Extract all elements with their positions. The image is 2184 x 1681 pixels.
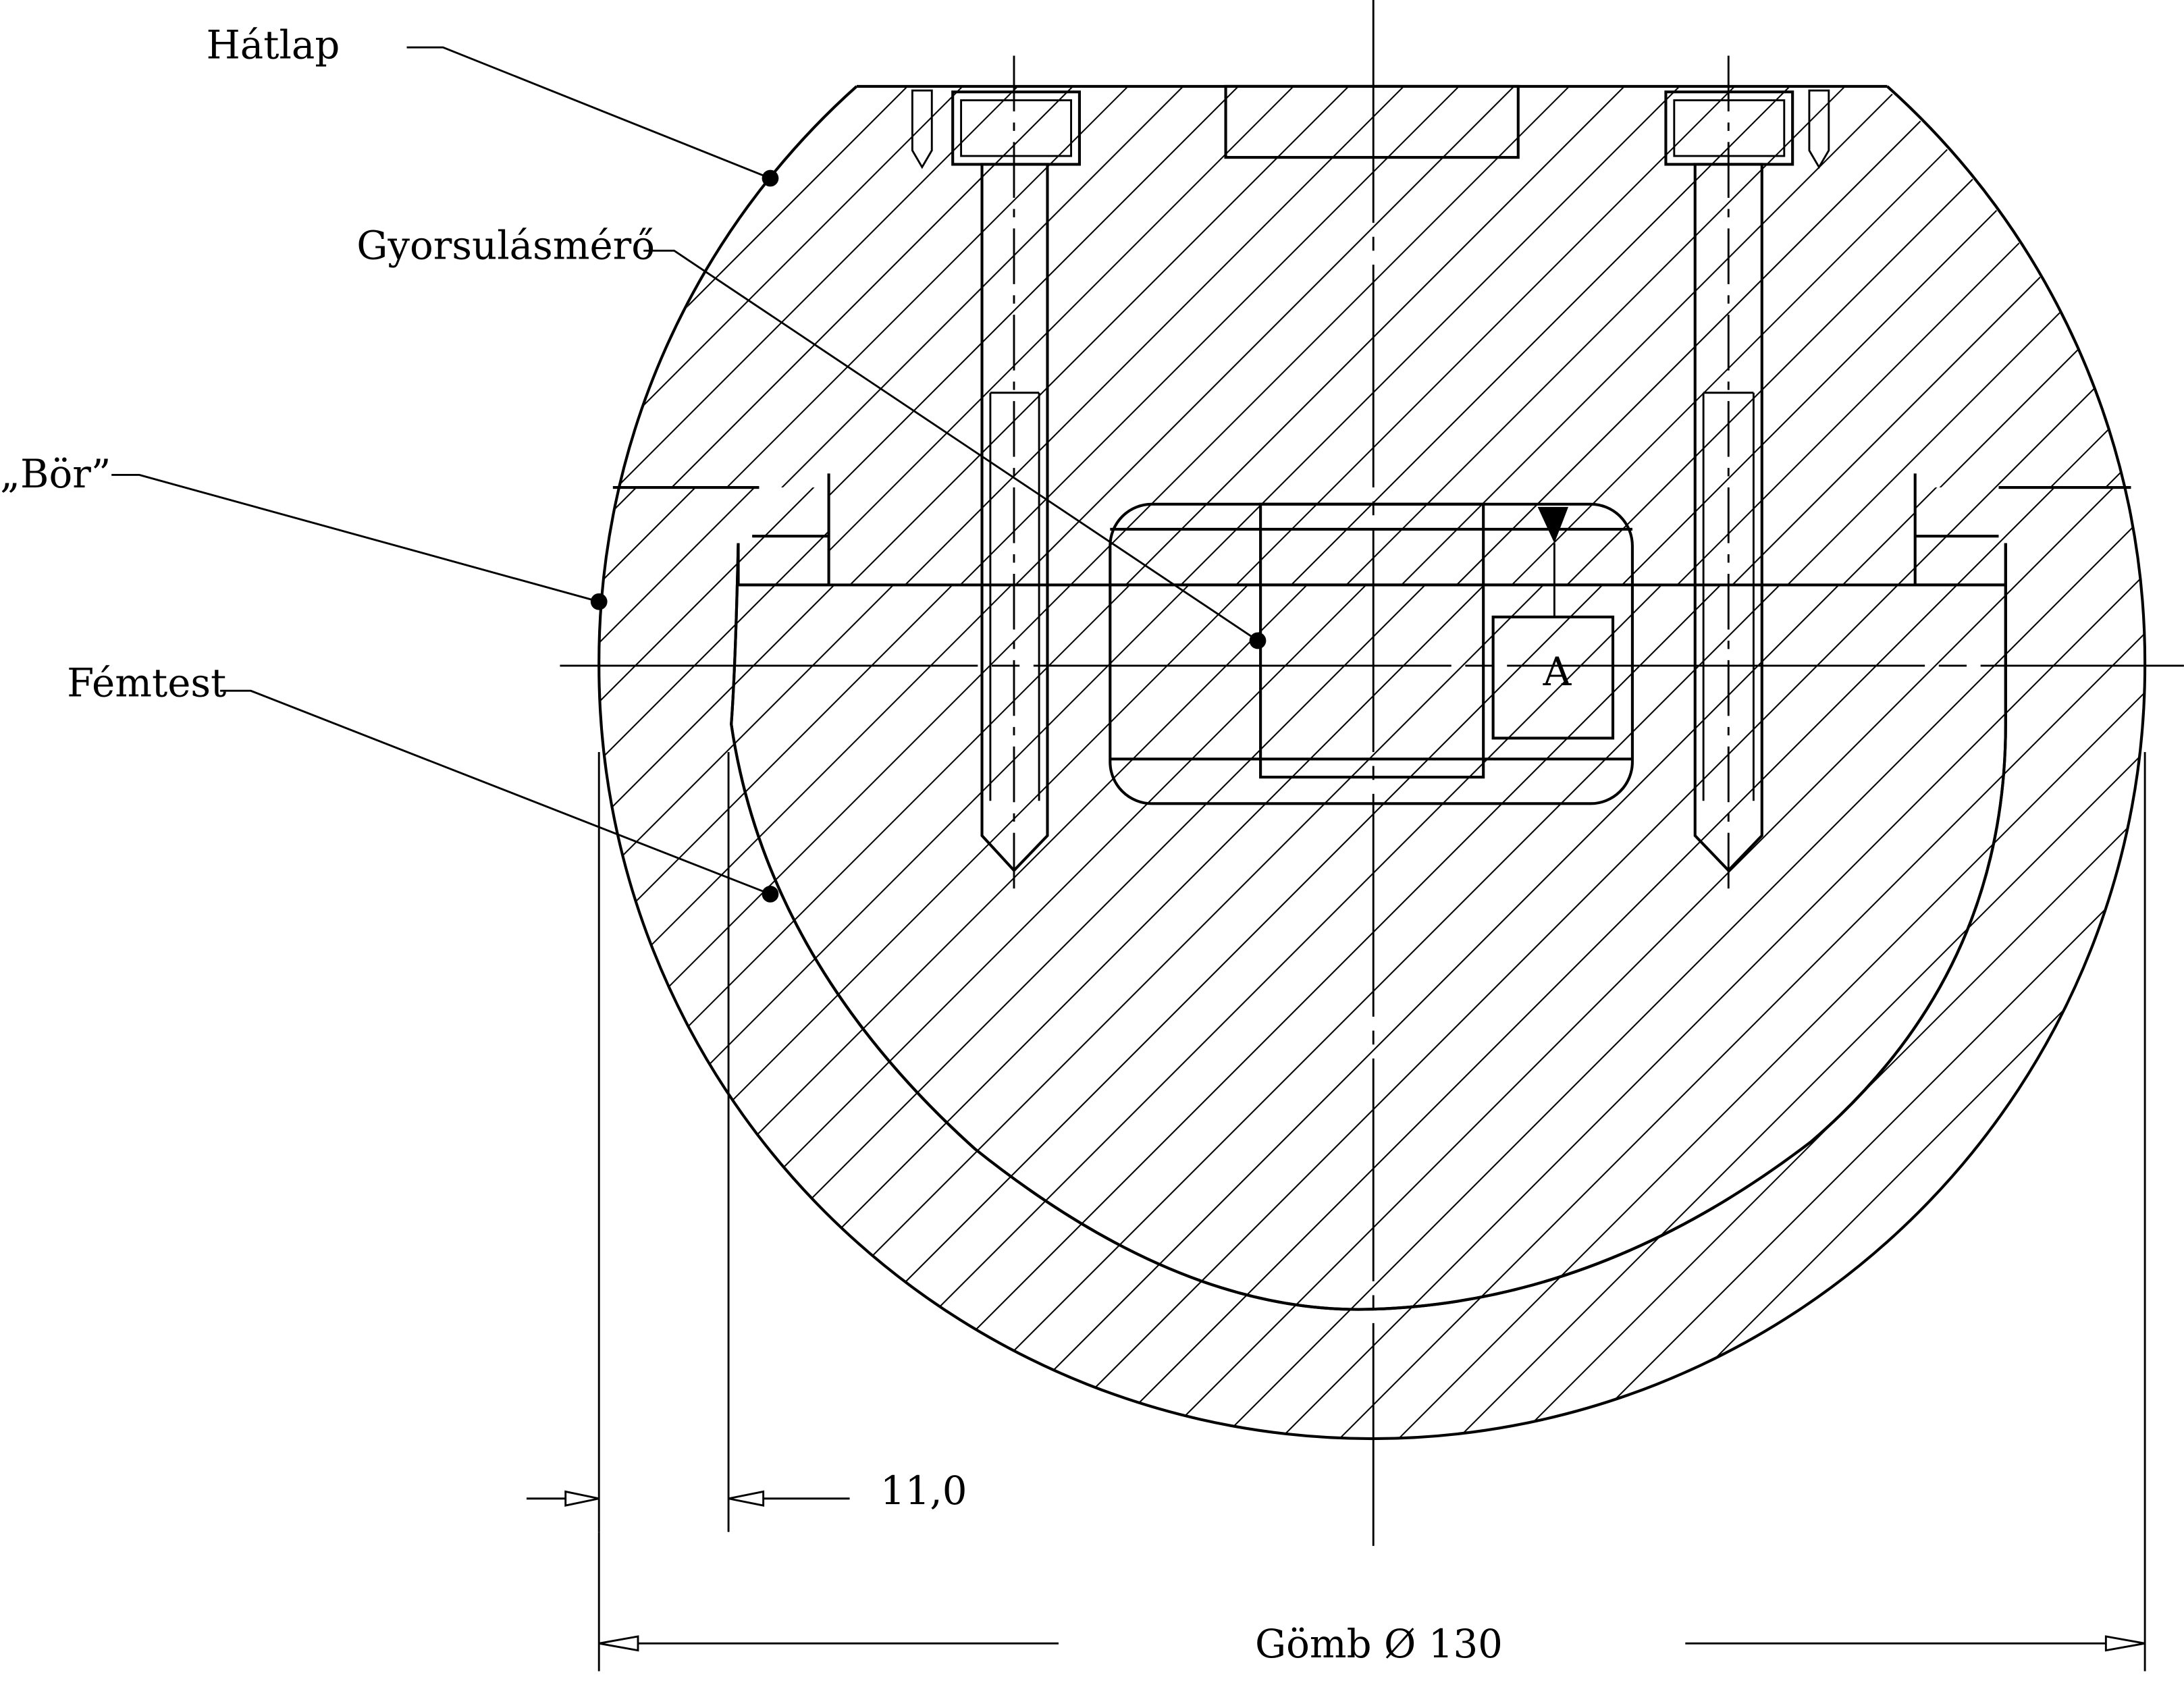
top-recess xyxy=(1224,84,1520,159)
pin-right xyxy=(1808,89,1830,169)
leader-femtest xyxy=(220,689,779,903)
pin-left xyxy=(911,89,933,169)
dimension-sphere-diameter: Gömb Ø 130 xyxy=(597,752,2146,1672)
dimension-skin-value: 11,0 xyxy=(880,1468,967,1514)
back-plate-section xyxy=(599,86,2146,585)
bolt-right xyxy=(1664,55,1794,892)
weld-symbol-icon xyxy=(1537,506,1569,543)
leader-hatlap xyxy=(406,46,779,187)
bolt-left xyxy=(951,55,1081,892)
label-femtest: Fémtest xyxy=(67,660,226,705)
leader-gyorsulasmero xyxy=(643,249,1267,649)
dimension-skin-thickness: 11,0 xyxy=(526,752,967,1532)
dimension-diameter-value: Gömb Ø 130 xyxy=(1255,1621,1503,1667)
sphere-outline xyxy=(597,85,2147,1441)
label-gyorsulasmero: Gyorsulásmérő xyxy=(356,223,655,269)
label-hatlap: Hátlap xyxy=(206,22,340,68)
metal-body-hatch xyxy=(730,543,2007,1311)
label-bor: „Bör” xyxy=(0,451,111,497)
sensor-a-box: A xyxy=(1491,615,1615,740)
skin-section xyxy=(599,487,2146,1439)
sensor-a-label: A xyxy=(1543,649,1572,695)
leader-bor xyxy=(111,474,608,610)
